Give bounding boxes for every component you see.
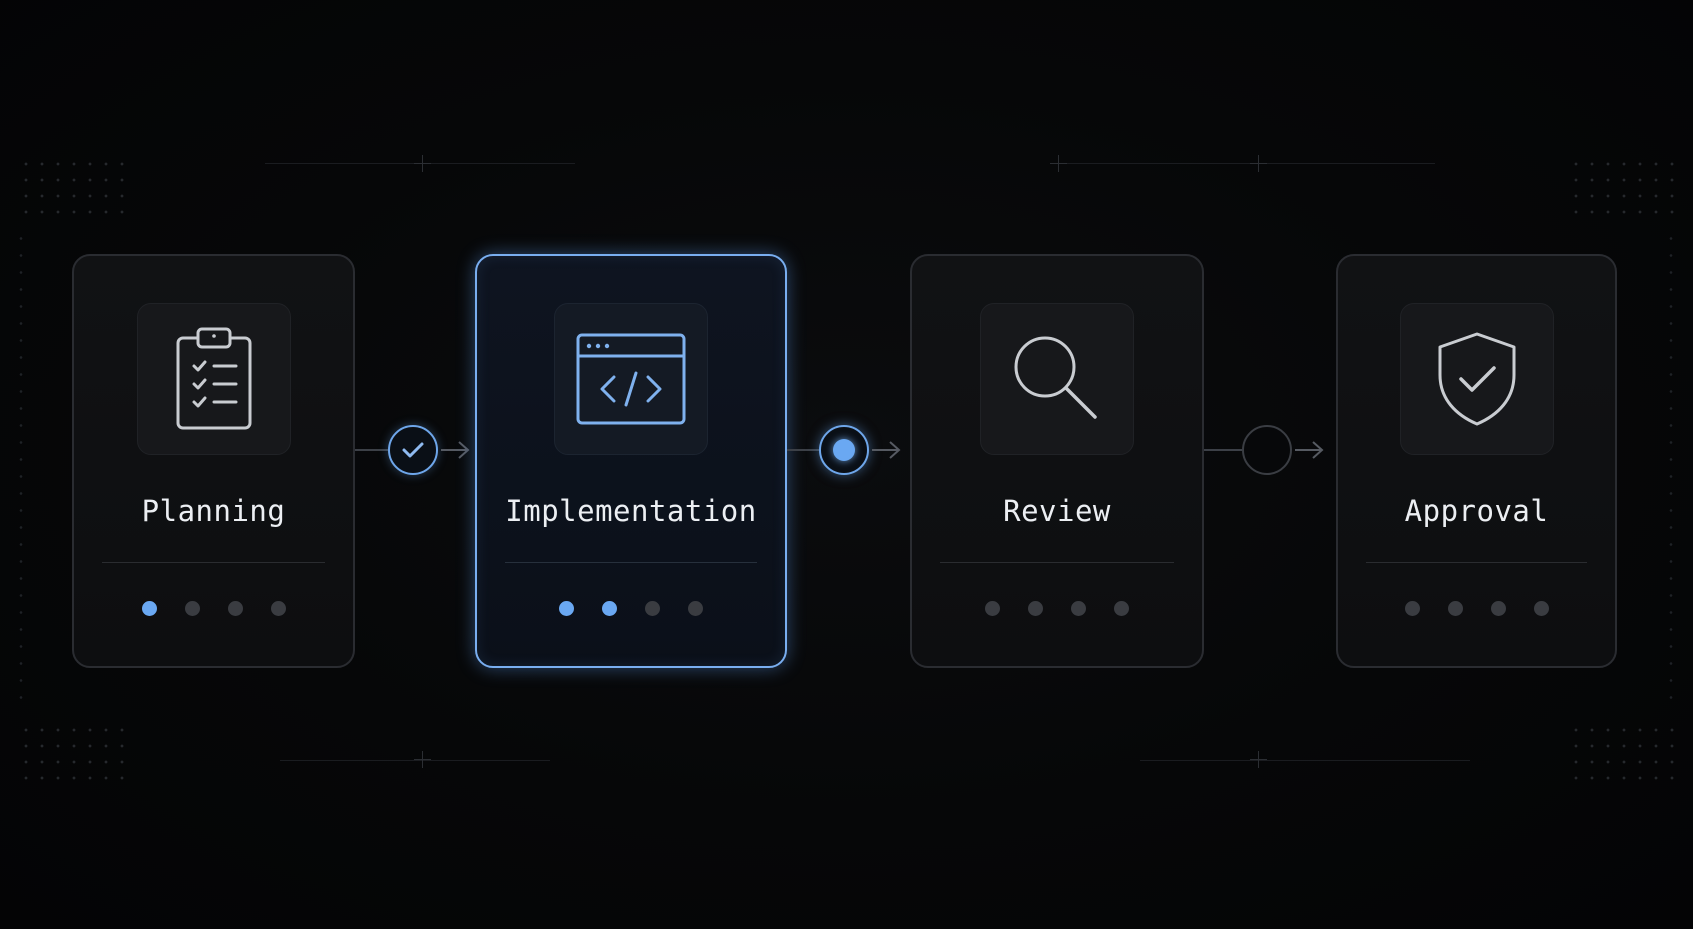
- connector-line: [1204, 449, 1242, 451]
- step-complete-node: [388, 425, 438, 475]
- progress-dot: [1404, 601, 1420, 616]
- clipboard-checklist-icon: [176, 327, 251, 430]
- stage-label: Approval: [1404, 494, 1549, 528]
- card-divider: [505, 562, 757, 563]
- icon-tile: [554, 303, 708, 455]
- guide-line: [1050, 163, 1435, 164]
- connector-line: [355, 449, 388, 451]
- progress-dot: [1114, 601, 1129, 616]
- shield-check-icon: [1438, 332, 1515, 426]
- crosshair-mark: [1250, 155, 1267, 172]
- dot-column-decoration: [1668, 230, 1674, 710]
- crosshair-mark: [1050, 155, 1067, 172]
- icon-tile: [980, 303, 1134, 455]
- step-current-node: [819, 425, 869, 475]
- dot-grid-decoration: [1568, 156, 1678, 226]
- connector-line: [787, 449, 819, 451]
- progress-dots: [477, 601, 785, 616]
- progress-dot: [1533, 601, 1549, 616]
- progress-dot: [270, 601, 286, 616]
- crosshair-mark: [414, 155, 431, 172]
- progress-dots: [912, 601, 1202, 616]
- progress-dot: [141, 601, 157, 616]
- check-icon: [402, 442, 424, 458]
- icon-tile: [1399, 303, 1554, 455]
- progress-dots: [1338, 601, 1615, 616]
- stage-label: Review: [1003, 494, 1111, 528]
- stage-card-implementation[interactable]: Implementation: [475, 254, 787, 668]
- progress-dot: [645, 601, 660, 616]
- arrow-right-icon: [1295, 441, 1324, 459]
- progress-dot: [688, 601, 703, 616]
- step-pending-node: [1242, 425, 1292, 475]
- dot-grid-decoration: [18, 722, 128, 792]
- stage-card-approval[interactable]: Approval: [1336, 254, 1617, 668]
- card-divider: [1366, 562, 1587, 563]
- code-window-icon: [576, 333, 686, 425]
- guide-line: [280, 760, 550, 761]
- stage-label: Implementation: [505, 494, 757, 528]
- stage-label: Planning: [141, 494, 286, 528]
- progress-dot: [227, 601, 243, 616]
- arrow-right-icon: [441, 441, 470, 459]
- progress-dot: [985, 601, 1000, 616]
- guide-line: [1140, 760, 1470, 761]
- crosshair-mark: [414, 751, 431, 768]
- progress-dot: [1447, 601, 1463, 616]
- magnifier-icon: [1014, 336, 1097, 419]
- arrow-right-icon: [872, 441, 901, 459]
- stage-card-planning[interactable]: Planning: [72, 254, 355, 668]
- card-divider: [940, 562, 1174, 563]
- progress-dot: [1490, 601, 1506, 616]
- dot-column-decoration: [18, 230, 24, 710]
- progress-dot: [1071, 601, 1086, 616]
- progress-dot: [1028, 601, 1043, 616]
- dot-grid-decoration: [18, 156, 128, 226]
- icon-tile: [136, 303, 291, 455]
- progress-dot: [559, 601, 574, 616]
- progress-dot: [184, 601, 200, 616]
- stage-card-review[interactable]: Review: [910, 254, 1204, 668]
- progress-dots: [74, 601, 353, 616]
- progress-dot: [602, 601, 617, 616]
- card-divider: [102, 562, 325, 563]
- crosshair-mark: [1250, 751, 1267, 768]
- dot-grid-decoration: [1568, 722, 1678, 792]
- current-indicator: [833, 439, 855, 461]
